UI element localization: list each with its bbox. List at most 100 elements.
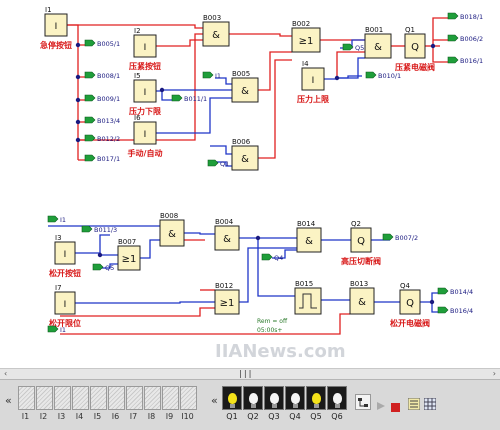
connector-label: B010/1 [378, 72, 401, 80]
connector-flag[interactable]: B005/1 [84, 39, 120, 48]
input-switch-i3[interactable] [54, 386, 71, 410]
wire [258, 51, 292, 91]
connector-flag[interactable]: B009/1 [84, 94, 120, 103]
bulb-icon [311, 392, 321, 408]
input-switch-i7[interactable] [126, 386, 143, 410]
connector-flag[interactable]: B008/1 [84, 71, 120, 80]
wire [420, 292, 440, 313]
block-label: I3 [55, 234, 62, 242]
block-symbol: I [55, 22, 58, 32]
wire [100, 263, 118, 269]
wire-junction [75, 137, 81, 143]
wire-junction [75, 42, 81, 48]
block-label: Q1 [405, 26, 415, 34]
input-switch-i1[interactable] [18, 386, 35, 410]
block-i6[interactable]: I6I 手动/自动 [128, 114, 163, 158]
connector-flag[interactable]: Q1 [207, 159, 229, 168]
input-label: I3 [57, 412, 66, 421]
block-b002[interactable]: B002≥1 [291, 20, 321, 53]
input-label: I8 [147, 412, 156, 421]
connector-flag[interactable]: B014/4 [437, 287, 473, 296]
connector-flag[interactable]: B007/2 [382, 233, 418, 242]
connector-label: B014/4 [450, 288, 473, 296]
inputs-collapse-chevron[interactable]: « [5, 394, 12, 407]
output-lamp-q1 [222, 386, 242, 410]
input-switch-i6[interactable] [108, 386, 125, 410]
input-switch-i8[interactable] [144, 386, 161, 410]
wire [67, 24, 203, 29]
block-caption: 手动/自动 [128, 148, 163, 158]
bulb-icon [248, 392, 258, 408]
block-b005[interactable]: B005& [231, 70, 259, 103]
connector-flag[interactable]: Q4 [261, 253, 283, 262]
block-b001[interactable]: B001& [364, 26, 392, 59]
output-label: Q6 [331, 412, 343, 421]
connector-flag[interactable]: B017/1 [84, 154, 120, 163]
wire [156, 39, 203, 47]
wire [60, 307, 215, 317]
connector-flag[interactable]: B018/1 [447, 12, 483, 21]
connector-label: I1 [215, 72, 221, 80]
input-label: I5 [93, 412, 102, 421]
block-b007[interactable]: B007≥1 [117, 238, 141, 271]
input-switch-i2[interactable] [36, 386, 53, 410]
outputs-collapse-chevron[interactable]: « [211, 394, 218, 407]
grid-icon[interactable] [423, 395, 437, 414]
connector-flag[interactable]: B016/4 [437, 306, 473, 315]
block-label: B003 [203, 14, 221, 22]
wire [60, 313, 350, 335]
connector-flag[interactable]: Q5 [342, 43, 364, 52]
list-icon[interactable] [407, 395, 421, 414]
connector-flag[interactable]: I1 [47, 215, 66, 224]
stop-icon[interactable] [391, 397, 400, 416]
block-label: B005 [232, 70, 250, 78]
block-symbol: I [144, 88, 147, 98]
block-b003[interactable]: B003& [202, 14, 230, 47]
block-b013[interactable]: B013& [349, 280, 375, 315]
input-switch-i10[interactable] [180, 386, 197, 410]
connector-flag[interactable]: B006/2 [447, 34, 483, 43]
bulb-icon [269, 392, 279, 408]
scroll-right-arrow[interactable]: › [492, 369, 496, 378]
connector-label: B012/2 [97, 135, 120, 143]
connector-flag[interactable]: B011/1 [171, 94, 207, 103]
connector-flag[interactable]: B011/3 [81, 225, 117, 234]
connector-flag[interactable]: I1 [47, 325, 66, 334]
connector-flag[interactable]: B016/1 [447, 56, 483, 65]
input-switch-i9[interactable] [162, 386, 179, 410]
block-b004[interactable]: B004& [214, 218, 240, 251]
connector-flag[interactable]: B012/2 [84, 134, 120, 143]
block-symbol: I [144, 130, 147, 140]
connector-flag[interactable]: I1 [202, 71, 221, 80]
block-label: B006 [232, 138, 251, 146]
connector-flag[interactable]: B013/4 [84, 116, 120, 125]
connector-label: Q1 [220, 160, 229, 168]
block-symbol: & [168, 229, 176, 240]
network-icon[interactable] [355, 394, 371, 410]
scroll-left-arrow[interactable]: ‹ [4, 369, 8, 378]
block-b008[interactable]: B008& [159, 212, 185, 247]
connector-flag[interactable]: B010/1 [365, 71, 401, 80]
block-b006[interactable]: B006& [231, 138, 259, 171]
input-switch-i4[interactable] [72, 386, 89, 410]
connector-label: B017/1 [97, 155, 120, 163]
play-icon[interactable] [376, 396, 386, 415]
scroll-grip[interactable]: ||| [238, 369, 253, 378]
connector-flag[interactable]: Q5 [92, 263, 114, 272]
block-b012[interactable]: B012≥1 [214, 282, 240, 315]
block-label: I6 [134, 114, 141, 122]
block-b014[interactable]: B014& [296, 220, 322, 253]
block-symbol: I [64, 300, 67, 310]
input-switch-i5[interactable] [90, 386, 107, 410]
